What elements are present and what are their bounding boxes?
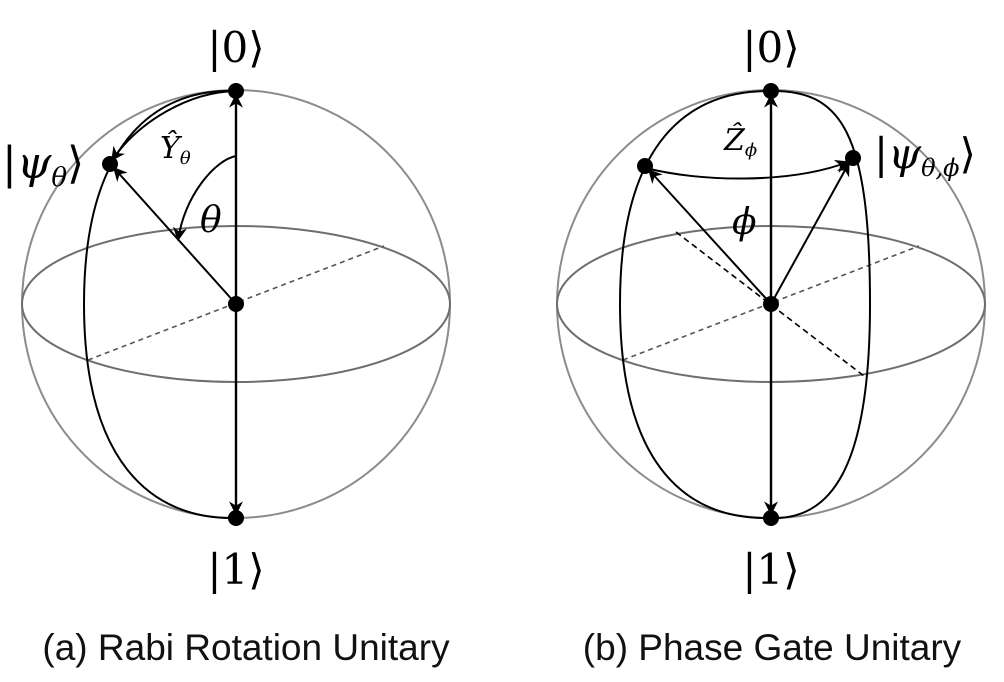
origin-point <box>228 296 244 312</box>
rotation-meridian <box>82 89 237 520</box>
operator-subscript: θ <box>180 148 191 169</box>
rotated-psi-point <box>845 150 861 166</box>
origin-point <box>763 296 779 312</box>
psi-symbol: |ψ <box>2 138 52 189</box>
psi-theta-label: |ψθ⟩ <box>2 138 84 193</box>
phase-rotation-arc <box>645 159 850 180</box>
north-pole-point <box>228 83 244 99</box>
z-phi-operator-label: Ẑϕ <box>723 122 757 161</box>
operator-symbol: Ẑ <box>723 122 746 158</box>
south-pole-point <box>228 510 244 526</box>
right-meridian <box>770 89 872 520</box>
north-pole-point <box>763 83 779 99</box>
panel-a-rabi-rotation: |0⟩ |1⟩ |ψθ⟩ Ŷθ θ (a) Rabi Rotation Unit… <box>2 23 451 668</box>
equator-dashed-axis <box>87 245 385 361</box>
ket-zero-label: |0⟩ <box>742 23 799 72</box>
phi-angle-label: ϕ <box>732 202 757 243</box>
ket-close: ⟩ <box>960 129 976 178</box>
psi-subscript: θ,ϕ <box>921 154 959 182</box>
y-theta-operator-label: Ŷθ <box>160 130 191 169</box>
panel-b-phase-gate: |0⟩ |1⟩ |ψθ,ϕ⟩ Ẑϕ ϕ (b) Phase Gate Unita… <box>556 23 986 668</box>
initial-state-vector <box>648 168 772 305</box>
theta-angle-arc <box>173 155 237 242</box>
psi-symbol: |ψ <box>874 129 922 178</box>
theta-angle-label: θ <box>200 200 222 241</box>
psi-theta-phi-label: |ψθ,ϕ⟩ <box>874 129 976 182</box>
ket-zero-label: |0⟩ <box>207 23 264 72</box>
left-meridian <box>618 89 772 520</box>
operator-symbol: Ŷ <box>160 130 183 166</box>
rotated-state-vector <box>770 161 850 305</box>
ket-close: ⟩ <box>67 138 84 189</box>
south-pole-point <box>763 510 779 526</box>
caption-b: (b) Phase Gate Unitary <box>583 627 962 668</box>
caption-a: (a) Rabi Rotation Unitary <box>42 627 450 668</box>
rotation-arc-to-psi <box>111 90 237 162</box>
operator-subscript: ϕ <box>745 140 757 161</box>
psi-point <box>102 156 118 172</box>
initial-psi-point <box>637 158 653 174</box>
ket-one-label: |1⟩ <box>742 545 799 594</box>
ket-one-label: |1⟩ <box>207 545 264 594</box>
psi-subscript: θ <box>51 163 67 193</box>
